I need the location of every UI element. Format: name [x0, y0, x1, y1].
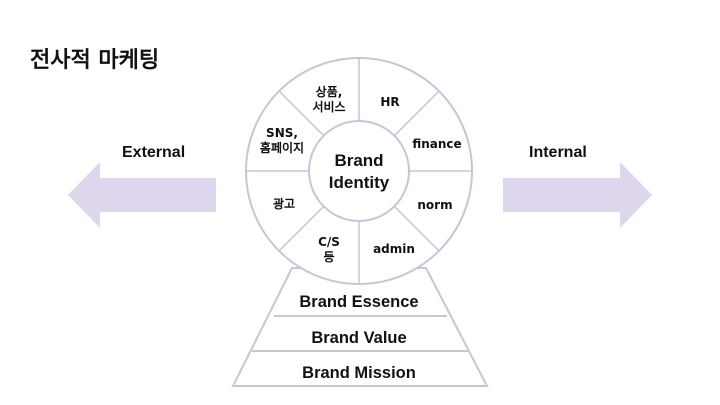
- segment-sns-line1: SNS,: [266, 126, 298, 140]
- segment-cs-line1: C/S: [318, 235, 340, 249]
- segment-finance: finance: [412, 137, 461, 151]
- segment-products-line2: 서비스: [312, 99, 345, 114]
- pyramid-tier-essence: Brand Essence: [299, 293, 418, 311]
- segment-hr: HR: [380, 95, 399, 109]
- segment-ad: 광고: [273, 196, 295, 211]
- wheel-spoke: [393, 90, 440, 137]
- page-title: 전사적 마케팅: [30, 48, 160, 73]
- brand-pyramid: Brand Essence Brand Value Brand Mission: [231, 267, 489, 387]
- wheel-inner-circle: [308, 120, 410, 222]
- segment-sns-line2: 홈페이지: [260, 140, 304, 155]
- wheel-spoke: [278, 90, 325, 137]
- center-label-line1: Brand: [334, 151, 383, 170]
- wheel-spoke: [393, 205, 440, 252]
- wheel-spoke: [278, 205, 325, 252]
- center-label-line2: Identity: [329, 173, 390, 192]
- segment-cs-line2: 등: [323, 250, 334, 264]
- external-label: External: [122, 144, 186, 161]
- pyramid-tier-mission: Brand Mission: [302, 364, 416, 382]
- segment-products-line1: 상품,: [316, 84, 343, 99]
- wheel-spokes: [246, 58, 472, 284]
- identity-wheel: Brand Identity 상품, 서비스 SNS, 홈페이지 광고 C/S …: [245, 57, 473, 285]
- pyramid-tier-value: Brand Value: [311, 329, 406, 347]
- internal-label: Internal: [529, 144, 587, 161]
- external-arrow: [68, 162, 216, 228]
- internal-arrow: [503, 162, 652, 228]
- segment-admin: admin: [373, 242, 415, 256]
- segment-norm: norm: [417, 198, 452, 212]
